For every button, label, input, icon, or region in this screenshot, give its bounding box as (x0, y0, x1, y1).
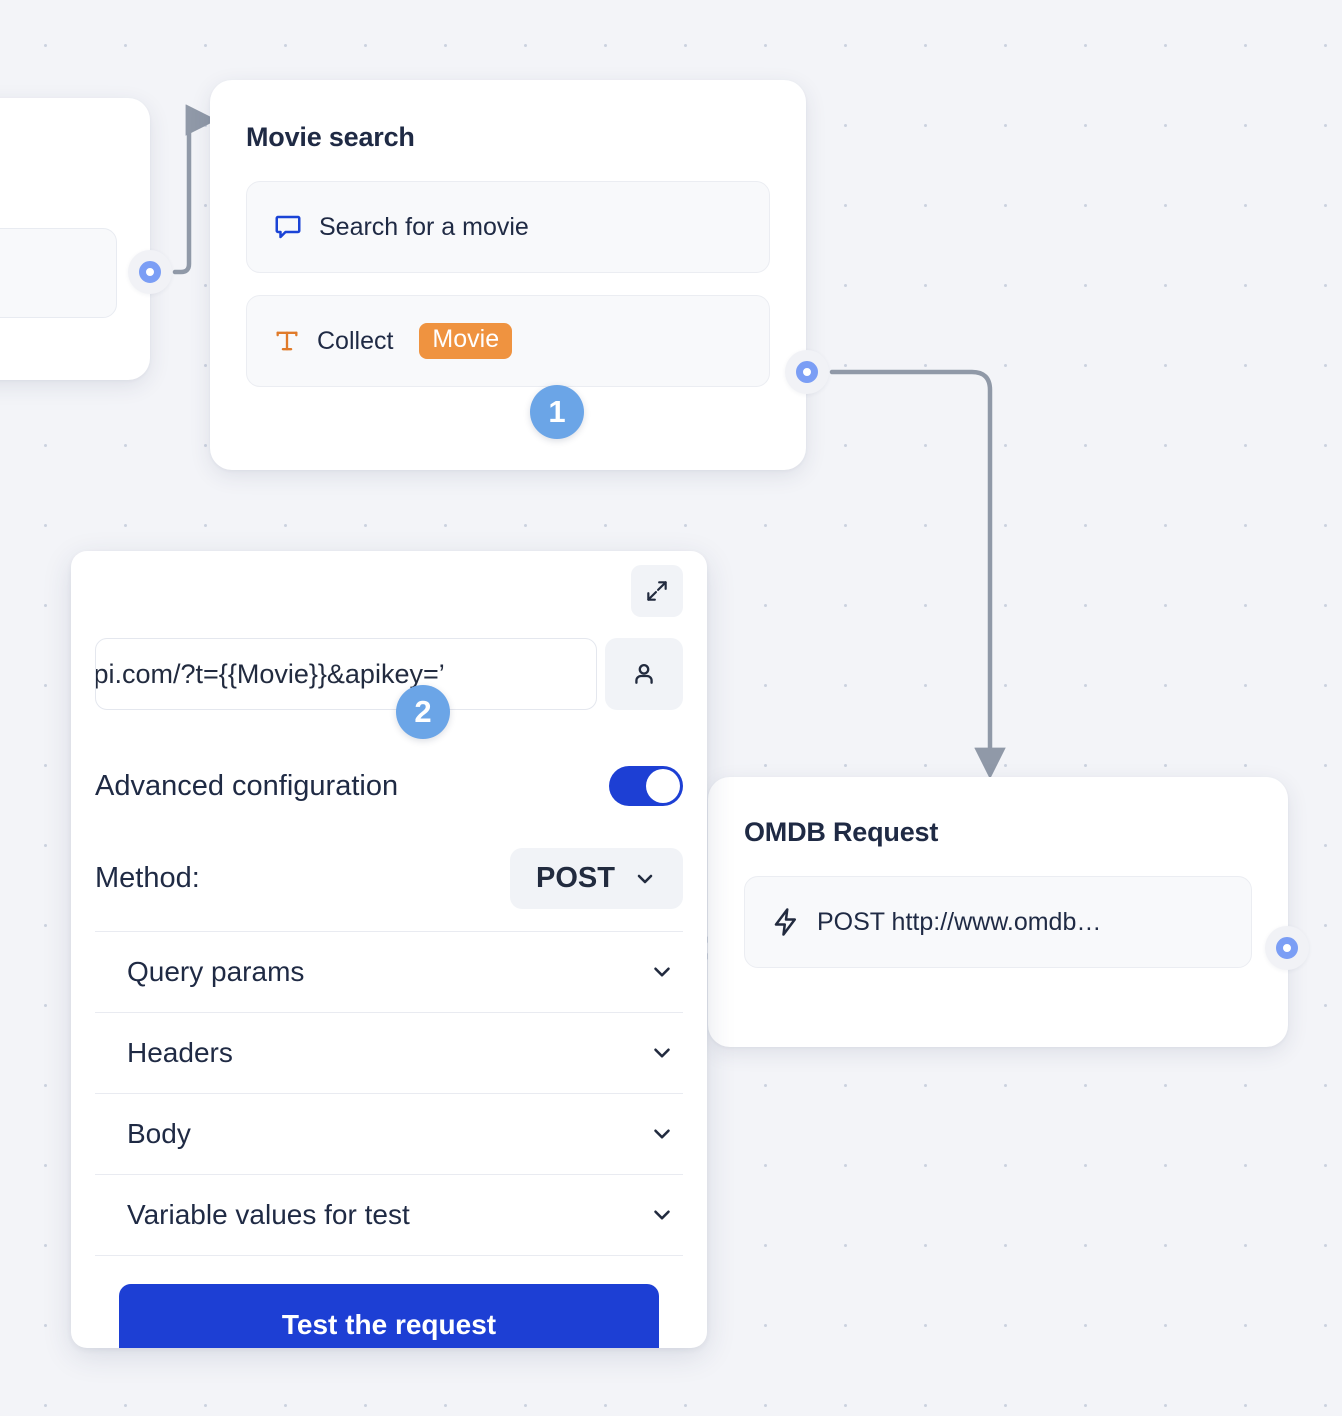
port-omdb-output[interactable] (1265, 926, 1309, 970)
accordion-label: Body (127, 1118, 191, 1149)
accordion-item-query-params[interactable]: Query params (95, 932, 683, 1013)
method-value: POST (536, 862, 615, 894)
accordion-item-variable-values[interactable]: Variable values for test (95, 1175, 683, 1256)
request-config-panel[interactable]: ıpi.com/?t={{Movie}}&apikey=’ Advanced c… (71, 551, 707, 1348)
advanced-configuration-row: Advanced configuration (95, 766, 683, 806)
accordion-label: Variable values for test (127, 1199, 410, 1230)
chevron-down-icon (649, 1121, 675, 1147)
node-movie-search[interactable]: Movie search Search for a movie Collect … (210, 80, 806, 470)
toggle-knob (646, 769, 680, 803)
url-row: ıpi.com/?t={{Movie}}&apikey=’ (95, 638, 683, 710)
node-title: OMDB Request (744, 817, 939, 847)
advanced-configuration-label: Advanced configuration (95, 769, 399, 802)
port-ring-icon (1276, 937, 1298, 959)
credentials-button[interactable] (605, 638, 683, 710)
request-url-input[interactable]: ıpi.com/?t={{Movie}}&apikey=’ (95, 638, 597, 710)
config-accordion: Query params Headers Body (95, 931, 683, 1256)
request-url-value: ıpi.com/?t={{Movie}}&apikey=’ (95, 658, 445, 689)
chevron-down-icon (649, 1040, 675, 1066)
port-left-card-output[interactable] (128, 250, 172, 294)
accordion-item-headers[interactable]: Headers (95, 1013, 683, 1094)
person-icon (630, 660, 658, 688)
step-badge-1: 1 (530, 385, 584, 439)
advanced-configuration-toggle[interactable] (609, 766, 683, 806)
accordion-item-body[interactable]: Body (95, 1094, 683, 1175)
step-label: POST http://www.omdb… (817, 907, 1102, 936)
partial-node-card[interactable] (0, 98, 150, 380)
test-the-request-button[interactable]: Test the request (119, 1284, 659, 1348)
method-row: Method: POST (95, 848, 683, 931)
variable-chip-movie[interactable]: Movie (419, 323, 513, 359)
chevron-down-icon (649, 1202, 675, 1228)
port-ring-icon (796, 361, 818, 383)
speech-bubble-icon (273, 212, 303, 242)
partial-node-step-row[interactable] (0, 228, 117, 318)
method-label: Method: (95, 862, 200, 894)
port-ring-icon (139, 261, 161, 283)
step-collect-movie[interactable]: Collect Movie (246, 295, 770, 387)
step-badge-2: 2 (396, 685, 450, 739)
method-select[interactable]: POST (510, 848, 683, 909)
expand-diagonal-icon (644, 578, 670, 604)
chevron-down-icon (633, 867, 657, 891)
port-movie-search-output[interactable] (785, 350, 829, 394)
chevron-down-icon (649, 959, 675, 985)
step-post-request[interactable]: POST http://www.omdb… (744, 876, 1252, 968)
lightning-bolt-icon (771, 907, 801, 937)
node-title: Movie search (246, 122, 415, 152)
node-omdb-request[interactable]: OMDB Request POST http://www.omdb… (708, 777, 1288, 1047)
accordion-label: Headers (127, 1037, 233, 1068)
step-label: Collect (317, 326, 394, 355)
step-label: Search for a movie (319, 212, 529, 241)
expand-panel-button[interactable] (631, 565, 683, 617)
step-search-for-a-movie[interactable]: Search for a movie (246, 181, 770, 273)
accordion-label: Query params (127, 956, 305, 987)
text-t-icon (273, 327, 301, 355)
